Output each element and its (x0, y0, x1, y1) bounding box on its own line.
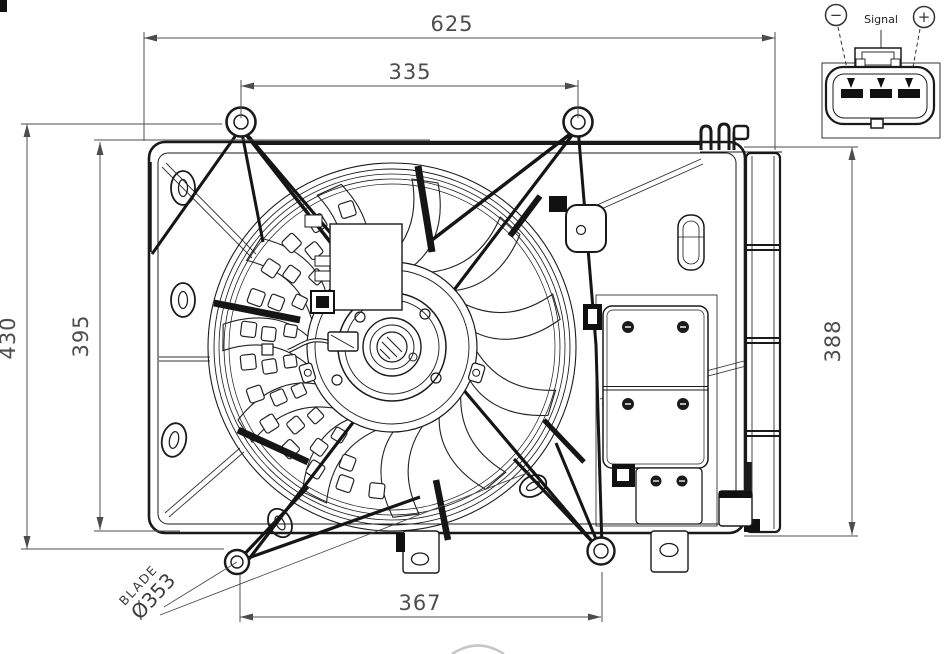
motor-mount-ear (298, 362, 317, 384)
dim-367-line (239, 572, 603, 622)
bottom-center-tab (402, 530, 440, 574)
dimension-lines (21, 32, 858, 622)
minus-terminal-icon (824, 3, 848, 27)
plus-symbol: + (918, 8, 931, 26)
scan-artifact (0, 0, 7, 12)
shaft-bore (376, 331, 408, 363)
dimension-arrows (23, 34, 856, 621)
blade-leader-line (159, 471, 531, 616)
dim-395-label: 395 (69, 314, 93, 357)
minus-symbol: − (830, 6, 843, 24)
upper-bracket (565, 204, 607, 253)
module-screws (622, 321, 689, 410)
dim-335-line (240, 80, 579, 118)
bottom-right-lug (586, 536, 616, 566)
motor-control-box (304, 214, 403, 314)
connector-detail (821, 3, 941, 139)
wire-clip (316, 296, 329, 308)
mounting-points (223, 106, 689, 576)
dim-625-label: 625 (430, 12, 473, 36)
dim-395-line (94, 139, 430, 532)
plus-terminal-icon (912, 5, 936, 29)
dim-430-line (21, 123, 224, 550)
mount-pad (677, 214, 705, 271)
side-profile-strip (699, 122, 782, 534)
dim-388-line (744, 146, 858, 537)
dim-430-label: 430 (0, 316, 20, 359)
dim-388-label: 388 (821, 319, 845, 362)
motor-mount-ear (467, 362, 486, 384)
top-clip-tabs (699, 122, 736, 150)
dim-367-label: 367 (398, 591, 441, 615)
signal-label: Signal (864, 13, 898, 26)
motor-wiring (261, 331, 359, 356)
right-side-parts (549, 196, 705, 271)
dim-625-line (143, 32, 776, 150)
connector-pins (841, 78, 920, 98)
watermark-arc (451, 644, 505, 654)
dim-335-label: 335 (388, 60, 431, 84)
control-module (583, 294, 718, 527)
blade-diameter-callout: BLADE Ø353 (116, 562, 180, 624)
bottom-right-tab (650, 530, 689, 573)
